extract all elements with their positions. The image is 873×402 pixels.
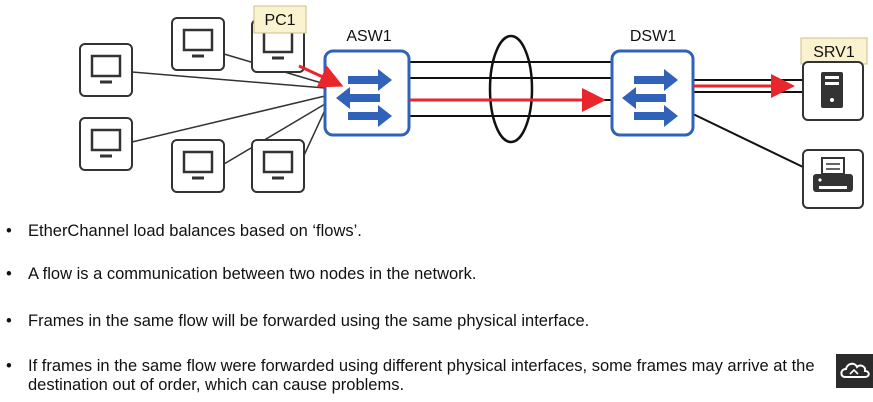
switch-arrows-icon xyxy=(336,69,392,127)
pc-monitor-icon[interactable] xyxy=(170,138,226,194)
bullet-text: EtherChannel load balances based on ‘flo… xyxy=(28,222,362,240)
pc1-label-text: PC1 xyxy=(264,12,295,29)
brand-logo xyxy=(836,354,873,388)
server-icon[interactable] xyxy=(802,61,864,121)
bullet-item: • Frames in the same flow will be forwar… xyxy=(6,312,841,331)
switch-arrows-icon xyxy=(622,69,678,127)
dsw1-uplinks xyxy=(692,79,804,168)
bullet-dot-icon: • xyxy=(6,265,12,283)
pc1-label: PC1 xyxy=(253,5,307,34)
network-diagram: PC1 ASW1 DSW1 SRV1 xyxy=(78,5,868,209)
dsw1-label: DSW1 xyxy=(630,28,676,45)
bullet-dot-icon: • xyxy=(6,222,12,240)
bullet-text: A flow is a communication between two no… xyxy=(28,265,477,283)
pc-monitor-icon[interactable] xyxy=(250,138,306,194)
bullet-item: • EtherChannel load balances based on ‘f… xyxy=(6,222,841,241)
etherchannel-links xyxy=(409,61,612,117)
srv1-label: SRV1 xyxy=(800,37,868,65)
cloud-logo-icon xyxy=(840,362,870,378)
bullet-dot-icon: • xyxy=(6,357,12,375)
bullet-text: If frames in the same flow were forwarde… xyxy=(28,357,815,394)
bullet-dot-icon: • xyxy=(6,312,12,330)
bullet-item: • A flow is a communication between two … xyxy=(6,265,841,284)
asw1-switch[interactable] xyxy=(323,49,411,137)
dsw1-switch[interactable] xyxy=(610,49,695,137)
bullet-text: Frames in the same flow will be forwarde… xyxy=(28,312,590,330)
bullet-item: • If frames in the same flow were forwar… xyxy=(6,357,841,395)
printer-icon[interactable] xyxy=(802,149,864,209)
srv1-label-text: SRV1 xyxy=(813,44,855,61)
pc-monitor-icon[interactable] xyxy=(170,16,226,72)
flow-arrows xyxy=(298,64,795,112)
pc-monitor-icon[interactable] xyxy=(78,116,134,172)
asw1-label: ASW1 xyxy=(346,28,391,45)
etherchannel-bundle-ring xyxy=(488,34,534,144)
pc-monitor-icon[interactable] xyxy=(78,42,134,98)
